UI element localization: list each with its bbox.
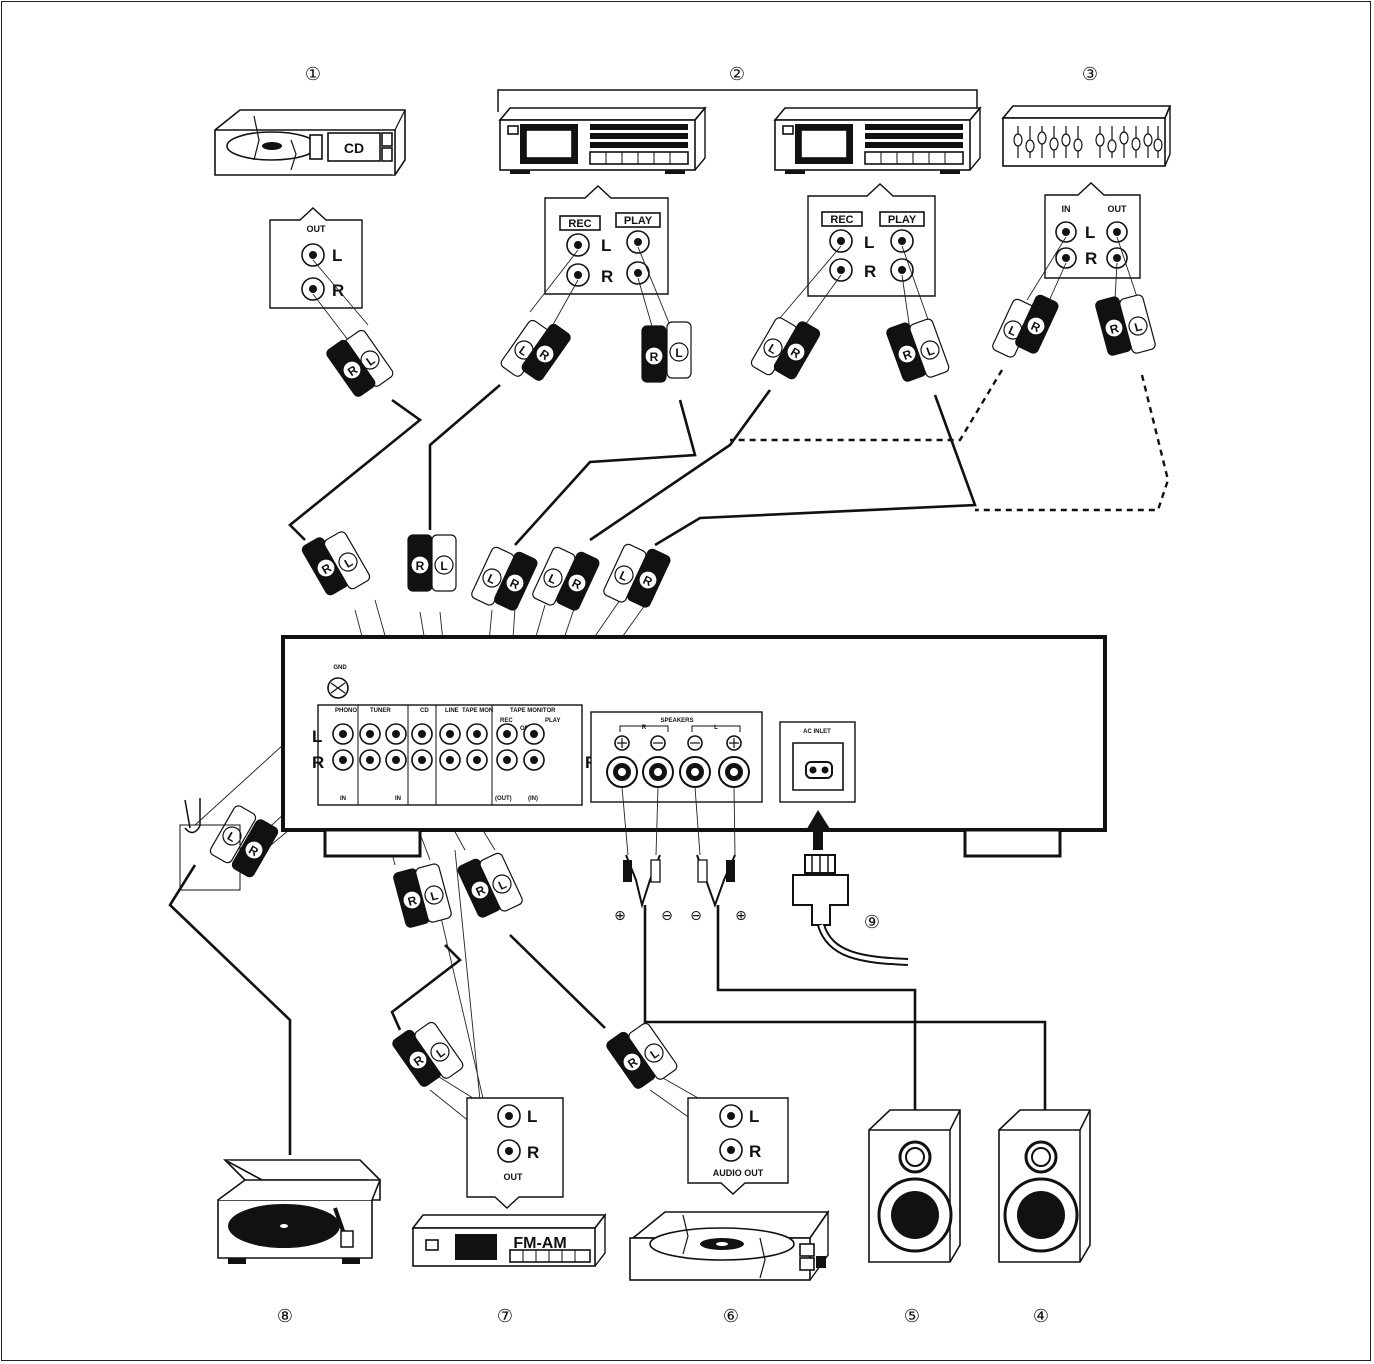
speaker-right-icon (868, 1109, 961, 1263)
amp-in-label: IN (340, 796, 346, 802)
tape1-r-label: R (601, 267, 613, 286)
eq-l-label: L (1085, 223, 1095, 242)
svg-text:⊕: ⊕ (614, 907, 626, 923)
amplifier-rear-panel: GND PHONO TUNER CD LINE TAPE MON TAPE MO… (281, 635, 1107, 858)
phono-ground-lug (179, 798, 241, 891)
gnd-label: GND (333, 665, 347, 671)
cd-player-icon: CD (214, 109, 406, 176)
tuner-icon: FM-AM (411, 1212, 607, 1267)
tape-deck-1-jack-panel: REC PLAY L R (544, 185, 669, 295)
tape2-r-label: R (864, 262, 876, 281)
tape-deck-1-icon (498, 106, 707, 174)
tuner-out-jack-panel: L R OUT (466, 1097, 564, 1209)
tuner-out-label: OUT (504, 1172, 524, 1182)
speaker-r-label: R (642, 725, 647, 731)
ac-power-cord: ⑨ (792, 810, 909, 966)
component-number-3: ③ (1082, 64, 1098, 84)
amp-r-label: R (312, 753, 324, 772)
speaker-l-label: L (714, 725, 718, 731)
tape-deck-2-jack-panel: REC PLAY L R (807, 183, 936, 297)
amp-tuner-label: TUNER (370, 708, 391, 714)
ld-r-label: R (749, 1142, 761, 1161)
tape2-play-label: PLAY (888, 214, 917, 226)
amp-in-label-2: IN (395, 796, 401, 802)
cd-out-jack-panel: OUT L R (269, 207, 363, 309)
amp-play-label: PLAY (545, 718, 560, 724)
tape1-rec-label: REC (568, 218, 591, 230)
svg-text:⊖: ⊖ (690, 907, 702, 923)
component-number-7: ⑦ (497, 1306, 513, 1326)
plug-label-r: R (1108, 321, 1120, 337)
amp-phono-label: PHONO (335, 708, 357, 714)
tape-deck-2-icon (773, 106, 982, 174)
speaker-wire-leads: ⊕ ⊖ ⊖ ⊕ (614, 786, 747, 923)
tape1-play-label: PLAY (624, 215, 653, 227)
plug-label-l: L (675, 346, 682, 360)
component-number-5: ⑤ (904, 1306, 920, 1326)
amp-rec-label: REC (500, 718, 513, 724)
ld-l-label: L (749, 1107, 759, 1126)
cd-out-label: OUT (307, 224, 327, 234)
component-number-4: ④ (1033, 1306, 1049, 1326)
equalizer-icon (1001, 105, 1172, 167)
plug-label-l: L (429, 888, 440, 903)
amp-tape-mon-label: TAPE MON (462, 708, 493, 714)
rca-plugs: L R L R R L L R R L L R R L R L R L L R … (209, 294, 1156, 1089)
equalizer-jack-panel: IN OUT L R (1044, 182, 1141, 279)
cd-jack-l-label: L (332, 246, 342, 265)
ld-audio-out-jack-panel: L R AUDIO OUT (687, 1097, 789, 1195)
svg-text:⊖: ⊖ (661, 907, 673, 923)
speakers-label: SPEAKERS (660, 718, 693, 724)
tape-decks-bracket (497, 89, 978, 112)
component-number-8: ⑧ (277, 1306, 293, 1326)
plug-label-r: R (416, 559, 425, 573)
component-number-6: ⑥ (723, 1306, 739, 1326)
component-number-9: ⑨ (864, 912, 880, 932)
tape2-rec-label: REC (830, 214, 853, 226)
cd-logo-text: CD (344, 140, 364, 156)
plug-label-l: L (1133, 319, 1144, 334)
eq-r-label: R (1085, 249, 1097, 268)
eq-out-label: OUT (1108, 204, 1128, 214)
speaker-left-icon (998, 1109, 1091, 1263)
cd-jack-r-label: R (332, 281, 344, 300)
fm-am-text: FM-AM (513, 1235, 566, 1252)
amp-tape-monitor-label: TAPE MONITOR (510, 708, 556, 714)
tuner-r-label: R (527, 1143, 539, 1162)
plug-label-l: L (440, 559, 447, 573)
component-number-1: ① (305, 64, 321, 84)
plug-label-r: R (406, 893, 418, 909)
plug-label-l: L (924, 343, 936, 359)
laserdisc-player-icon (629, 1209, 830, 1281)
ld-audio-out-label: AUDIO OUT (713, 1168, 764, 1178)
plug-label-r: R (650, 350, 659, 364)
component-number-2: ② (729, 64, 745, 84)
amp-l-label: L (312, 727, 322, 746)
turntable-icon (217, 1159, 382, 1264)
svg-text:⊕: ⊕ (735, 907, 747, 923)
amp-cd-label: CD (420, 708, 429, 714)
amp-line-label: LINE (445, 708, 459, 714)
ac-inlet-label: AC INLET (803, 729, 831, 735)
tape2-l-label: L (864, 233, 874, 252)
amp-in-paren-label: (IN) (528, 796, 538, 802)
amp-out-paren-label: (OUT) (495, 796, 512, 802)
eq-in-label: IN (1062, 204, 1071, 214)
tuner-l-label: L (527, 1107, 537, 1126)
tape1-l-label: L (601, 236, 611, 255)
